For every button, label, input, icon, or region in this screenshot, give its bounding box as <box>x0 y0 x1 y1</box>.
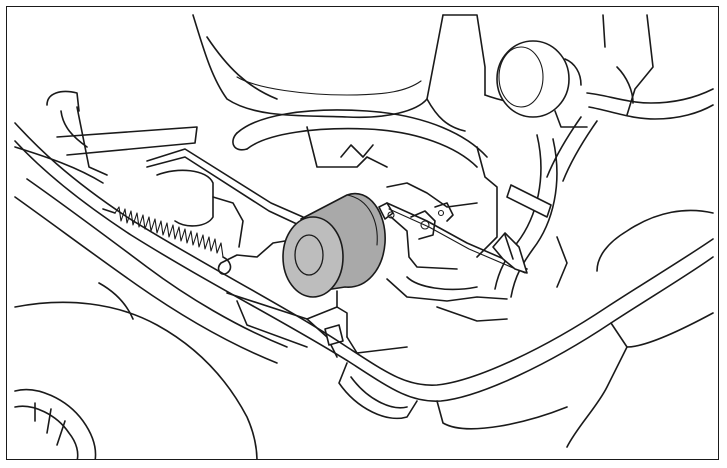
linkage-bracket <box>378 202 454 240</box>
illustration-frame <box>6 6 719 460</box>
wheel <box>14 388 97 459</box>
upper-filter <box>496 40 588 128</box>
ground-contour <box>14 282 258 459</box>
return-spring <box>102 206 286 275</box>
highlighted-cylinder <box>282 192 386 338</box>
cable-strap <box>492 134 558 298</box>
engine-housing <box>192 14 654 132</box>
line-drawing <box>14 14 714 459</box>
chassis-frame <box>14 90 508 364</box>
hose <box>232 88 714 182</box>
front-rail <box>14 122 714 448</box>
carburetor-body <box>156 126 498 291</box>
throttle-cable <box>146 148 528 274</box>
